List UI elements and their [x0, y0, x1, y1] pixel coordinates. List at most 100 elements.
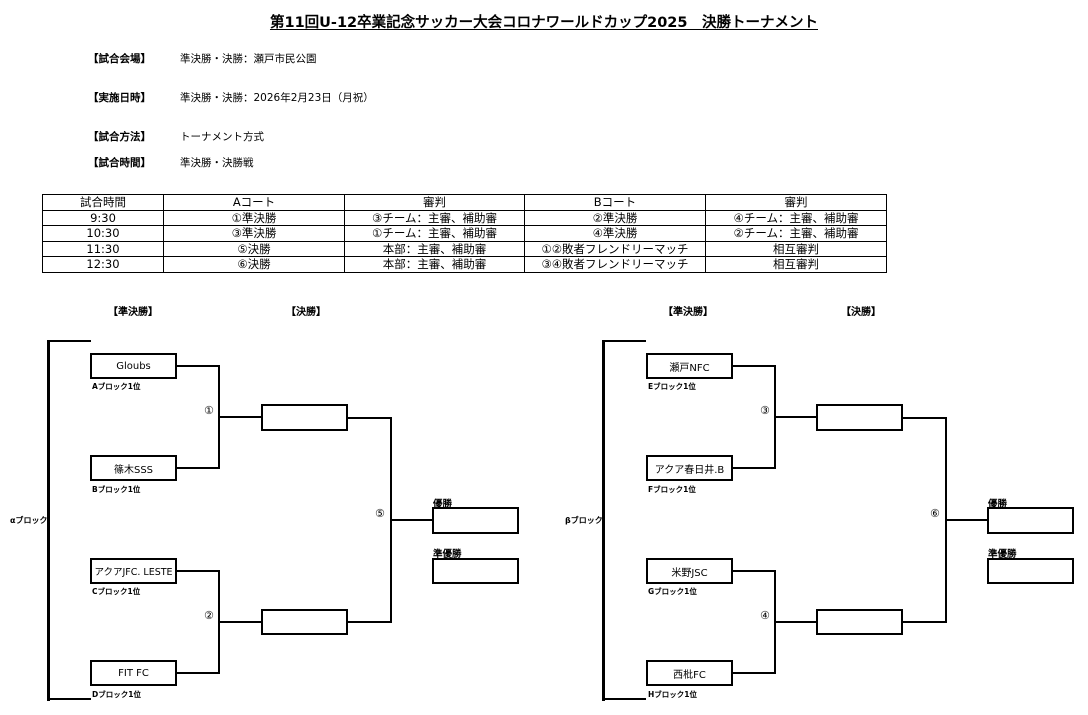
info-label-venue: 【試合会場】 — [88, 53, 151, 65]
team-seed: Eブロック1位 — [648, 382, 696, 391]
connector-line — [177, 365, 220, 367]
block-bracket-top — [47, 340, 91, 342]
connector-line — [218, 621, 262, 623]
cell-court-b: ①②敗者フレンドリーマッチ — [524, 240, 706, 257]
cell-referee-b: 相互審判 — [705, 256, 887, 273]
table-row: 10:30 ③準決勝 ①チーム：主審、補助審 ④準決勝 ②チーム：主審、補助審 — [42, 225, 887, 242]
team-name: Gloubs — [116, 360, 151, 372]
connector-line — [733, 467, 776, 469]
team-box: 瀬戸NFC — [646, 353, 733, 379]
match-number: ④ — [760, 609, 770, 622]
info-label-method: 【試合方法】 — [88, 131, 151, 143]
match-number: ① — [204, 404, 214, 417]
connector-line — [774, 621, 818, 623]
cell-court-b: ③④敗者フレンドリーマッチ — [524, 256, 706, 273]
team-name: FIT FC — [118, 667, 149, 679]
block-bracket-line — [47, 340, 50, 701]
info-label-date: 【実施日時】 — [88, 92, 151, 104]
connector-line — [733, 365, 776, 367]
semifinal-winner-box — [261, 404, 348, 431]
team-name: 瀬戸NFC — [669, 362, 710, 374]
team-seed: Dブロック1位 — [92, 690, 141, 699]
connector-line — [177, 467, 220, 469]
team-name: アクア春日井.B — [654, 464, 725, 476]
table-row: 11:30 ⑤決勝 本部：主審、補助審 ①②敗者フレンドリーマッチ 相互審判 — [42, 240, 887, 257]
connector-line — [347, 417, 392, 419]
runner-up-label: 準優勝 — [433, 549, 462, 560]
cell-court-b: ②準決勝 — [524, 209, 706, 226]
schedule-header-row: 試合時間 Aコート 審判 Bコート 審判 — [42, 194, 887, 211]
team-seed: Cブロック1位 — [92, 587, 141, 596]
team-name: アクアJFC. LESTE — [94, 567, 173, 578]
page-title: 第11回U-12卒業記念サッカー大会コロナワールドカップ2025 決勝トーナメン… — [0, 11, 1088, 32]
connector-line — [733, 570, 776, 572]
team-box: 米野JSC — [646, 558, 733, 584]
header-court-b: Bコート — [524, 194, 706, 211]
winner-box — [987, 507, 1074, 534]
info-value-date: 準決勝・決勝：2026年2月23日（月祝） — [180, 92, 374, 104]
schedule-table: 試合時間 Aコート 審判 Bコート 審判 9:30 ①準決勝 ③チーム：主審、補… — [42, 194, 887, 273]
final-header: 【決勝】 — [286, 307, 326, 318]
runner-up-label: 準優勝 — [988, 549, 1017, 560]
block-label: βブロック — [565, 516, 603, 525]
cell-referee-a: ①チーム：主審、補助審 — [344, 225, 525, 242]
block-bracket-bottom — [47, 698, 91, 700]
bracket-beta: 【準決勝】 【決勝】 βブロック 瀬戸NFC Eブロック1位 アクア春日井.B … — [555, 0, 1088, 715]
cell-time: 12:30 — [42, 256, 164, 273]
info-value-time: 準決勝・決勝戦 — [180, 157, 254, 169]
connector-line — [390, 519, 433, 521]
block-label: αブロック — [10, 516, 48, 525]
final-header: 【決勝】 — [841, 307, 881, 318]
connector-line — [177, 570, 220, 572]
cell-referee-b: ④チーム：主審、補助審 — [705, 209, 887, 226]
semifinal-winner-box — [261, 609, 348, 635]
cell-court-a: ①準決勝 — [163, 209, 345, 226]
table-row: 12:30 ⑥決勝 本部：主審、補助審 ③④敗者フレンドリーマッチ 相互審判 — [42, 256, 887, 273]
team-box: Gloubs — [90, 353, 177, 379]
semifinal-header: 【準決勝】 — [108, 307, 158, 318]
block-bracket-bottom — [602, 698, 646, 700]
team-name: 米野JSC — [671, 567, 708, 579]
cell-referee-a: 本部：主審、補助審 — [344, 256, 525, 273]
table-row: 9:30 ①準決勝 ③チーム：主審、補助審 ②準決勝 ④チーム：主審、補助審 — [42, 209, 887, 226]
team-box: FIT FC — [90, 660, 177, 686]
info-value-method: トーナメント方式 — [180, 131, 264, 143]
team-seed: Bブロック1位 — [92, 485, 141, 494]
winner-label: 優勝 — [988, 499, 1008, 510]
connector-line — [945, 519, 988, 521]
semifinal-header: 【準決勝】 — [663, 307, 713, 318]
match-number: ② — [204, 609, 214, 622]
team-name: 篠木SSS — [113, 464, 154, 476]
connector-line — [218, 416, 262, 418]
winner-box — [432, 507, 519, 534]
block-bracket-top — [602, 340, 646, 342]
semifinal-winner-box — [816, 404, 903, 431]
connector-line — [902, 621, 947, 623]
team-seed: Hブロック1位 — [648, 690, 697, 699]
connector-line — [902, 417, 947, 419]
cell-court-a: ⑥決勝 — [163, 256, 345, 273]
cell-time: 10:30 — [42, 225, 164, 242]
cell-referee-b: ②チーム：主審、補助審 — [705, 225, 887, 242]
runner-up-box — [987, 558, 1074, 584]
cell-court-a: ③準決勝 — [163, 225, 345, 242]
match-number: ⑤ — [375, 507, 385, 520]
bracket-alpha: 【準決勝】 【決勝】 αブロック Gloubs Aブロック1位 篠木SSS Bブ… — [10, 307, 519, 701]
team-name: 西枇FC — [673, 669, 706, 681]
info-label-time: 【試合時間】 — [88, 157, 151, 169]
team-box: 篠木SSS — [90, 455, 177, 481]
page-title-text: 第11回U-12卒業記念サッカー大会コロナワールドカップ2025 決勝トーナメン… — [269, 15, 818, 31]
winner-label: 優勝 — [433, 499, 453, 510]
connector-line — [733, 672, 776, 674]
match-number: ③ — [760, 404, 770, 417]
runner-up-box — [432, 558, 519, 584]
block-bracket-line — [602, 340, 605, 701]
connector-line — [347, 621, 392, 623]
team-seed: Aブロック1位 — [92, 382, 141, 391]
connector-line — [774, 416, 818, 418]
team-seed: Fブロック1位 — [648, 485, 696, 494]
match-number: ⑥ — [930, 507, 940, 520]
team-seed: Gブロック1位 — [648, 587, 697, 596]
cell-referee-a: ③チーム：主審、補助審 — [344, 209, 525, 226]
team-box: アクアJFC. LESTE — [90, 558, 177, 584]
